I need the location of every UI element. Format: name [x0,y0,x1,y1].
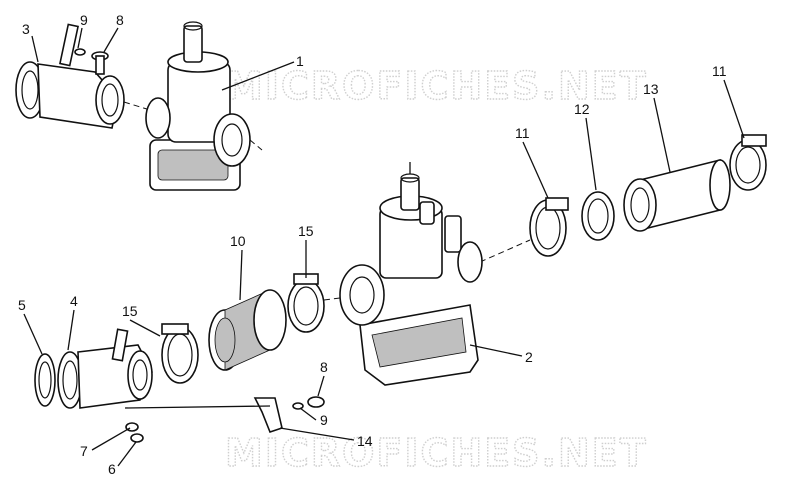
callout-9-bottom: 9 [320,412,328,428]
callout-5: 5 [18,297,26,313]
hose-clamp-11-right [729,134,767,191]
hose-clamp-11-left [529,197,569,257]
screw-top-8 [91,51,109,75]
hose-clamp-15-right [287,273,325,333]
axis-line-lower [124,405,271,409]
callout-14: 14 [357,433,373,449]
callout-8-top: 8 [116,12,124,28]
callout-13: 13 [643,81,659,97]
watermark-top: MICROFICHES.NET [225,64,648,108]
intake-flange-top [15,23,151,129]
axis-line-right [479,239,531,263]
callout-11-left: 11 [515,125,530,141]
callout-labels: 1 2 3 4 5 6 7 8 9 8 9 10 11 11 12 13 14 … [18,12,727,477]
callout-12: 12 [574,101,590,117]
gasket-5 [34,353,56,407]
callout-8-bottom: 8 [320,359,328,375]
hose-clamp-15-left [161,323,199,384]
watermark-bottom: MICROFICHES.NET [225,431,648,475]
callout-1: 1 [296,53,304,69]
adapter-sleeve-13 [623,158,731,232]
callout-2: 2 [525,349,533,365]
callout-9-top: 9 [80,12,88,28]
callout-11-right: 11 [712,63,727,79]
intake-flange-4 [57,328,153,409]
callout-4: 4 [70,293,78,309]
callout-7: 7 [80,443,88,459]
carburettor-top [145,21,263,191]
callout-6: 6 [108,461,116,477]
leader-lines [23,27,745,467]
carburettor-main [323,162,483,386]
rubber-ring-12 [581,191,615,241]
callout-3: 3 [22,21,30,37]
callout-15-left: 15 [122,303,138,319]
washer-top-9 [74,48,86,56]
callout-15-right: 15 [298,223,314,239]
air-filter-10 [208,289,287,371]
callout-10: 10 [230,233,246,249]
